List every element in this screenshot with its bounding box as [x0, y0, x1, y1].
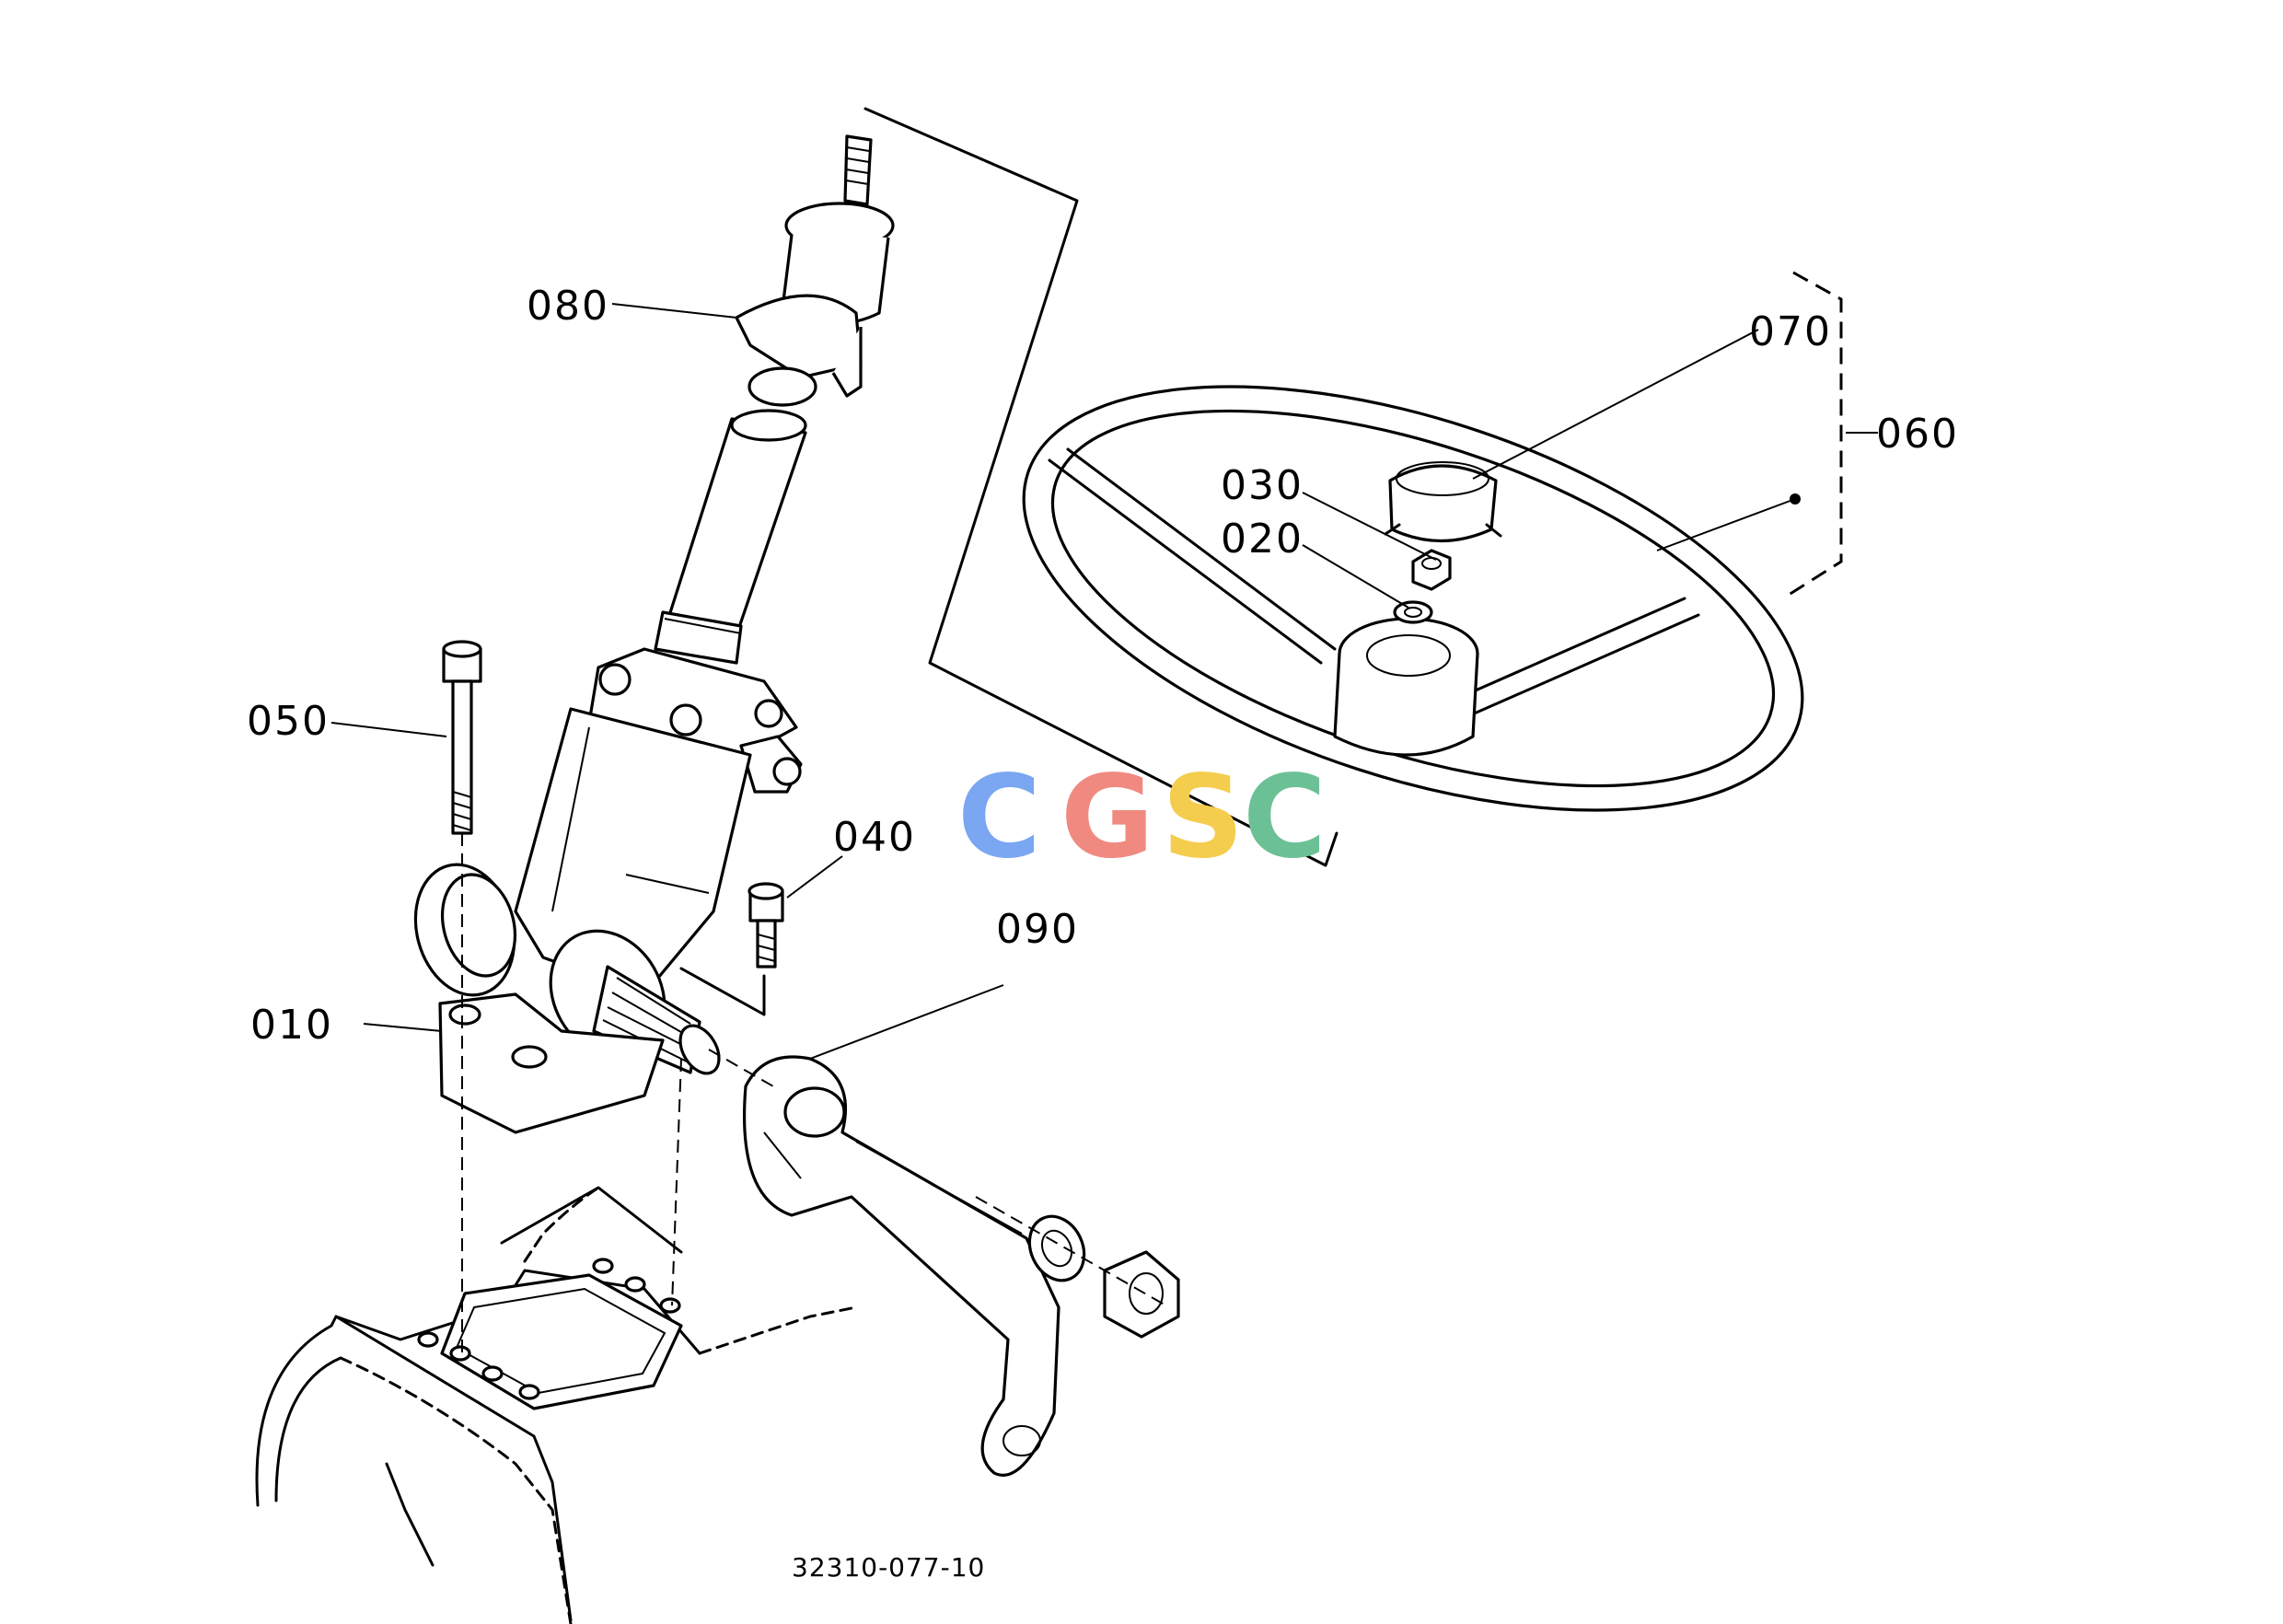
bracket-040 — [679, 967, 766, 1016]
callout-080: 080 — [527, 283, 609, 330]
steering-shaft — [654, 134, 895, 665]
lock-washer — [1393, 600, 1433, 624]
pitman-arm — [742, 1055, 1060, 1477]
horn-cap — [1384, 461, 1502, 542]
callout-020: 020 — [1221, 516, 1304, 563]
mounting-bolt-long — [442, 640, 482, 835]
arm-nut — [1103, 1250, 1180, 1339]
callout-050: 050 — [247, 698, 330, 745]
arm-washer — [1027, 1214, 1086, 1282]
callout-060: 060 — [1876, 411, 1959, 458]
callout-040: 040 — [833, 814, 916, 861]
watermark-letter-3: S — [1162, 751, 1244, 884]
steering-gearbox — [413, 647, 803, 1134]
leader-lines — [330, 303, 1878, 1060]
mounting-bolt-short — [747, 882, 784, 969]
bolt-centerline-right — [671, 1058, 682, 1306]
callout-030: 030 — [1221, 462, 1304, 509]
watermark-letter-2: G — [1060, 751, 1154, 884]
arm-centerline — [708, 1049, 1170, 1308]
steering-nut — [1411, 549, 1452, 591]
callout-070: 070 — [1749, 308, 1832, 355]
group-bracket-060 — [1785, 271, 1843, 598]
drawing-code: 32310-077-10 — [792, 1552, 985, 1583]
callout-010: 010 — [250, 1002, 333, 1049]
callout-090: 090 — [996, 906, 1079, 953]
exploded-view-bracket — [863, 107, 1339, 867]
steering-wheel — [1022, 385, 1804, 812]
watermark-letter-4: C — [1243, 751, 1327, 884]
watermark-letter-1: C — [957, 751, 1041, 884]
transmission-housing — [255, 1186, 858, 1624]
watermark: C G S C — [957, 751, 1327, 884]
